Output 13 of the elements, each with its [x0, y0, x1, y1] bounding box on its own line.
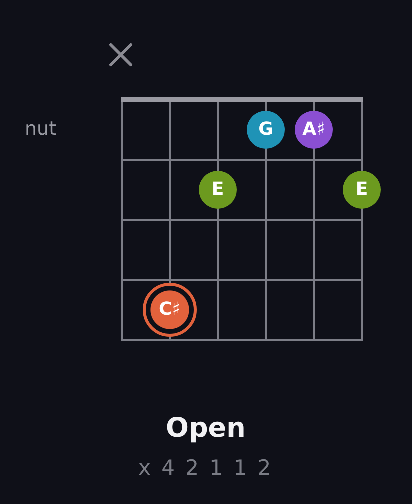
nut-label: nut	[25, 120, 57, 139]
note-name: A♯	[302, 121, 326, 139]
note-dot	[247, 111, 285, 149]
fingering-text: x 4 2 1 1 2	[138, 458, 274, 479]
note-name: E	[212, 181, 224, 199]
note-name: C♯	[159, 301, 181, 319]
note-dot	[295, 111, 333, 149]
chord-title: Open	[166, 415, 246, 442]
note-dot	[199, 171, 237, 209]
note-dot	[343, 171, 381, 209]
note-name: G	[258, 121, 274, 139]
note-name: E	[356, 181, 368, 199]
root-note-dot	[143, 283, 197, 337]
